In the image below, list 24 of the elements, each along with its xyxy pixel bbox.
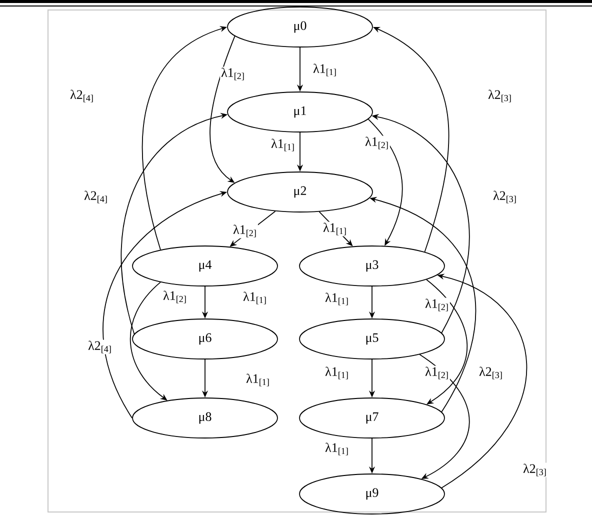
edge-label: λ1$_{[1]}$ xyxy=(324,366,350,380)
edge-label: λ1$_{[2]}$ xyxy=(220,66,246,82)
arrow xyxy=(210,36,236,183)
edge-label: λ2$_{[3]}$ xyxy=(492,190,518,204)
edge-label: λ2$_{[3]}$ xyxy=(487,88,513,104)
edge-label: λ1$_{[2]}$ xyxy=(364,136,390,150)
edge-label: λ1$_{[1]}$ xyxy=(270,138,296,152)
edge-label: λ1$_{[1]}$ xyxy=(324,292,350,306)
arrow xyxy=(426,279,468,404)
edge-label: λ2$_{[4]}$ xyxy=(69,88,95,104)
edge-label: λ1$_{[2]}$ xyxy=(424,298,450,312)
edge-label: λ1$_{[2]}$ xyxy=(232,224,258,238)
edge-label: λ1$_{[1]}$ xyxy=(324,442,350,456)
arrow xyxy=(419,354,470,479)
edge-label: λ1$_{[1]}$ xyxy=(322,222,348,236)
edge-label: λ1$_{[1]}$ xyxy=(245,372,271,388)
edge-label: λ1$_{[1]}$ xyxy=(242,290,268,306)
edge-label: λ2$_{[3]}$ xyxy=(478,366,504,380)
edge-label: λ1$_{[2]}$ xyxy=(424,366,450,380)
edge-label: λ1$_{[2]}$ xyxy=(162,290,188,304)
edge-label: λ2$_{[4]}$ xyxy=(87,340,113,354)
edge-label: λ1$_{[1]}$ xyxy=(312,62,338,78)
edge-label: λ2$_{[3]}$ xyxy=(522,462,548,478)
edge-label: λ2$_{[4]}$ xyxy=(83,190,109,204)
